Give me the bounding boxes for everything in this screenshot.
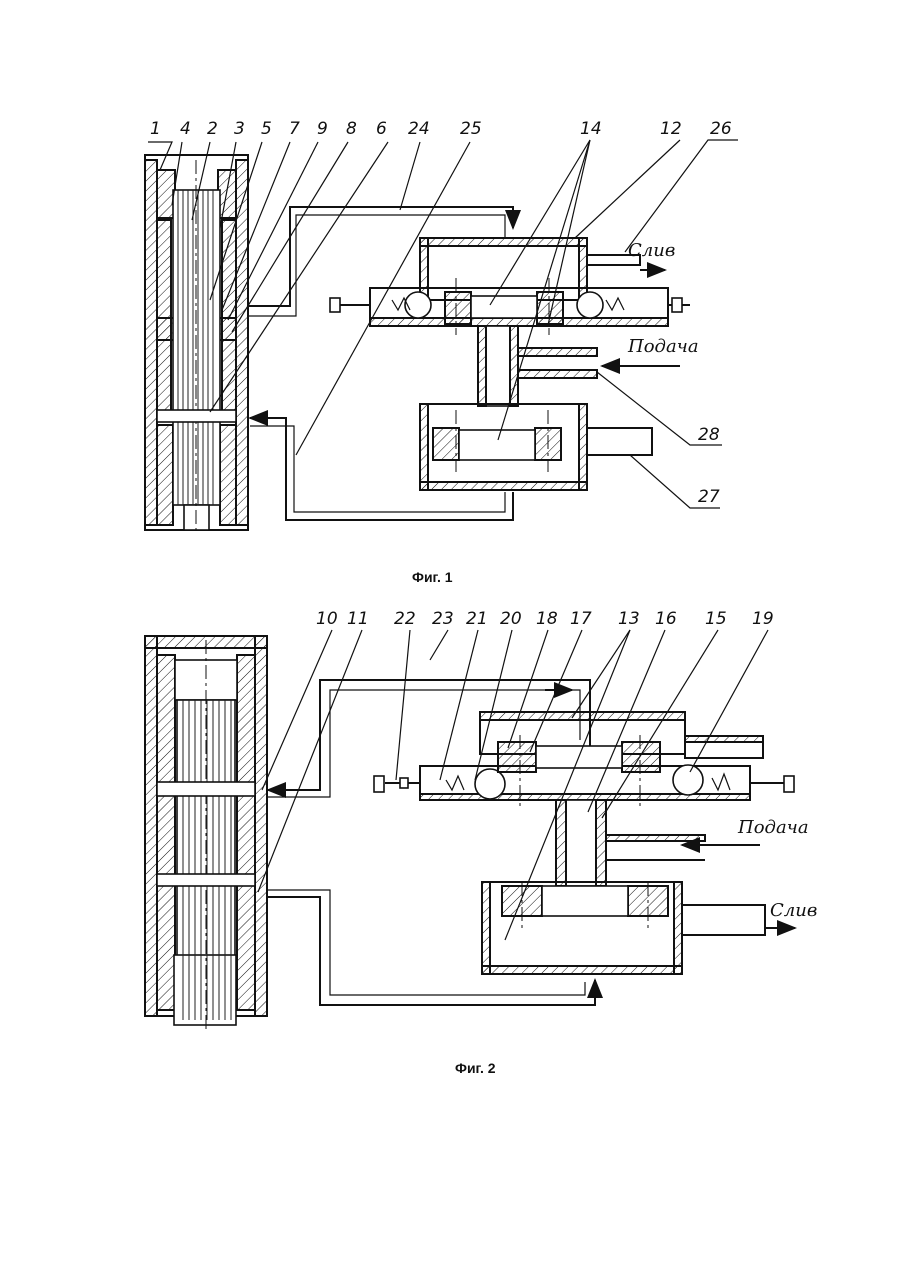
fig1-upper-chamber [420, 238, 640, 300]
fig1-label: 24 [408, 119, 430, 139]
fig2-connecting-shaft [556, 800, 705, 886]
fig1-caption: Фиг. 1 [412, 569, 453, 585]
fig2-bearing-assembly [374, 735, 794, 810]
fig1-connecting-shaft [478, 326, 597, 406]
fig1-label: 12 [660, 119, 682, 139]
fig1-drain-label: Слив [628, 240, 675, 261]
fig1-label: 4 [180, 119, 191, 139]
fig1-label: 1 [150, 119, 161, 139]
fig2-lower-chamber [482, 882, 765, 974]
fig1-label: 6 [376, 119, 387, 139]
fig1-label: 9 [317, 119, 328, 139]
fig2-label: 17 [570, 609, 592, 629]
fig1-label: 28 [698, 425, 720, 445]
fig1-label: 14 [580, 119, 602, 139]
fig1-hydraulic-lines [248, 207, 513, 520]
fig2-label: 22 [394, 609, 416, 629]
fig1-supply-label: Подача [627, 336, 699, 357]
fig1-label: 2 [207, 119, 218, 139]
figure-1: Слив Подача 1 4 2 [145, 119, 738, 585]
fig2-label: 21 [466, 609, 488, 629]
fig2-label: 10 [316, 609, 338, 629]
fig2-label: 20 [500, 609, 522, 629]
fig1-label: 27 [698, 487, 720, 507]
fig2-label: 15 [705, 609, 727, 629]
figure-2: Подача Слив 10 11 22 23 21 20 1 [145, 609, 817, 1076]
fig2-caption: Фиг. 2 [455, 1060, 496, 1076]
fig1-label: 7 [289, 119, 300, 139]
fig2-supply-label: Подача [737, 817, 809, 838]
fig1-label: 26 [710, 119, 732, 139]
fig2-label: 16 [655, 609, 677, 629]
fig1-label: 25 [460, 119, 482, 139]
fig2-label: 23 [432, 609, 454, 629]
fig1-label: 3 [234, 119, 245, 139]
fig2-hydraulic-lines [268, 680, 595, 1005]
fig2-label: 18 [536, 609, 558, 629]
fig1-label: 8 [346, 119, 357, 139]
fig2-label: 11 [347, 609, 369, 629]
fig2-drain-label: Слив [770, 900, 817, 921]
fig1-lower-chamber [420, 404, 652, 490]
fig2-label: 19 [752, 609, 774, 629]
fig2-part-labels: 10 11 22 23 21 20 18 17 13 16 15 19 [316, 609, 774, 629]
fig2-label: 13 [618, 609, 640, 629]
fig1-label: 5 [261, 119, 272, 139]
